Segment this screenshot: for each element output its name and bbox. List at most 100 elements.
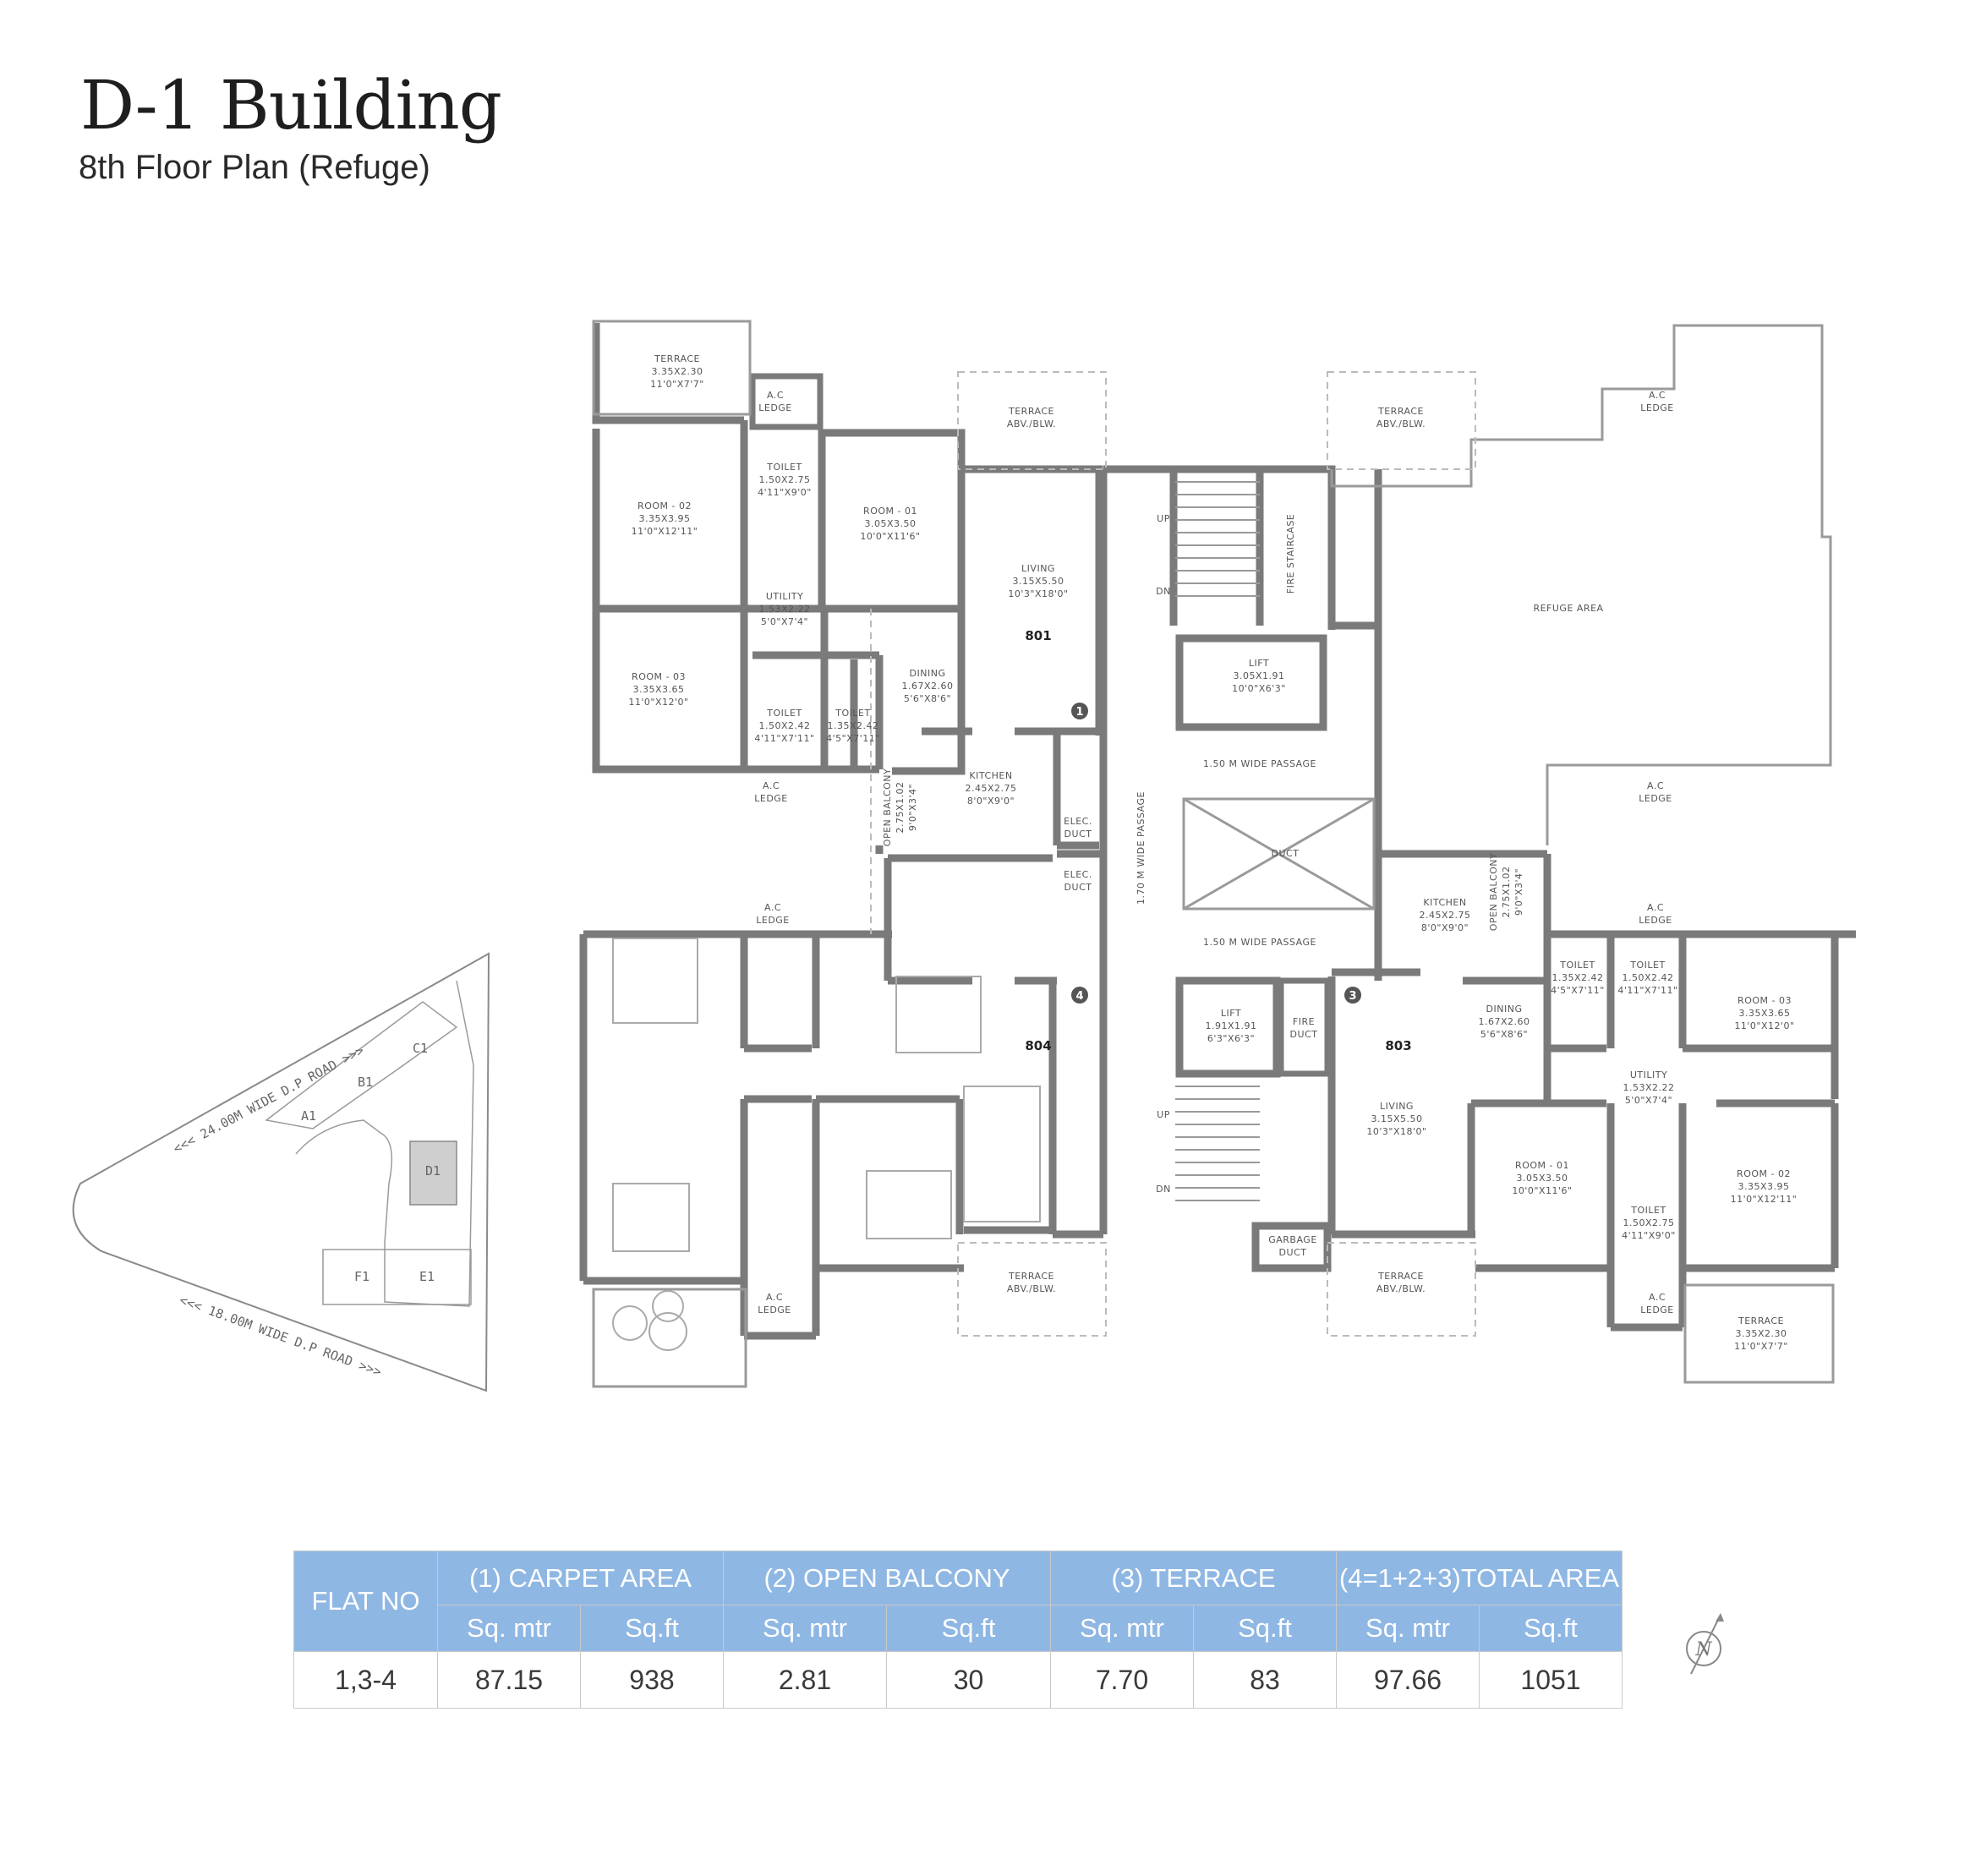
header-terrace: (3) TERRACE [1050,1551,1337,1605]
unit-cell: Sq.ft [1193,1605,1337,1652]
stair-dn-top: DN [1156,586,1171,597]
value-cell: 938 [580,1651,724,1709]
value-cell: 30 [886,1651,1051,1709]
value-cell: 7.70 [1050,1651,1194,1709]
flat-marker-label: 3 [1349,990,1356,1003]
north-arrow-icon: N [1686,1613,1724,1675]
flat-804: 804 [1025,1038,1051,1053]
site-building-e1: E1 [419,1269,435,1284]
site-building-c1: C1 [413,1041,428,1056]
flat-marker-label: 1 [1075,706,1083,719]
value-cell: 2.81 [723,1651,887,1709]
unit-cell: Sq.ft [580,1605,724,1652]
passage-vertical-label: 1.70 M WIDE PASSAGE [1136,791,1146,905]
site-building-f1: F1 [354,1269,369,1284]
flat-801: 801 [1025,628,1051,643]
unit-cell: Sq.ft [1479,1605,1623,1652]
fire-staircase-label: FIRE STAIRCASE [1285,514,1296,594]
value-cell: 87.15 [437,1651,581,1709]
room-label-elec-duct-2: ELEC.DUCT [1064,869,1092,893]
page-subtitle: 8th Floor Plan (Refuge) [79,149,430,186]
refuge-area-label: REFUGE AREA [1533,603,1603,614]
value-cell: 1051 [1479,1651,1623,1709]
header-carpet-area: (1) CARPET AREA [437,1551,724,1605]
header-total-area: (4=1+2+3)TOTAL AREA [1336,1551,1623,1605]
flat-marker-circle [1071,703,1088,719]
flat-markers: 1 4 3 [1071,703,1361,1004]
unit-cell: Sq. mtr [1336,1605,1480,1652]
stair-up-top: UP [1157,513,1170,524]
duct-label: DUCT [1272,848,1300,859]
flat-marker-label: 4 [1075,990,1083,1003]
area-table: FLAT NO (1) CARPET AREA (2) OPEN BALCONY… [293,1551,1623,1709]
unit-cell: Sq. mtr [1050,1605,1194,1652]
flat-marker-circle [1071,987,1088,1004]
page-title: D-1 Building [80,66,502,145]
stair-dn-bot: DN [1156,1184,1171,1195]
table-row: 1,3-4 87.15 938 2.81 30 7.70 83 97.66 10… [293,1651,1623,1709]
site-building-b1: B1 [358,1075,373,1090]
building-d1-highlight [409,1140,457,1206]
value-cell: 83 [1193,1651,1337,1709]
flat-marker-circle [1344,987,1361,1004]
stair-up-bot: UP [1157,1109,1170,1120]
unit-cell: Sq. mtr [437,1605,581,1652]
unit-cell: Sq. mtr [723,1605,887,1652]
plan-labels: 801 804 803 UP DN UP DN REFUGE AREA DUCT… [1025,513,1603,1195]
north-label: N [1694,1639,1712,1660]
site-building-d1: D1 [425,1163,441,1179]
site-building-a1: A1 [301,1108,316,1124]
passage-bottom-label: 1.50 M WIDE PASSAGE [1203,937,1316,948]
header-open-balcony: (2) OPEN BALCONY [723,1551,1051,1605]
header-flat-no: FLAT NO [293,1551,438,1652]
room-label-elec-duct-1: ELEC.DUCT [1064,816,1092,840]
unit-cell: Sq.ft [886,1605,1051,1652]
value-cell: 97.66 [1336,1651,1480,1709]
flat-803: 803 [1385,1038,1411,1053]
value-cell: 1,3-4 [293,1651,438,1709]
